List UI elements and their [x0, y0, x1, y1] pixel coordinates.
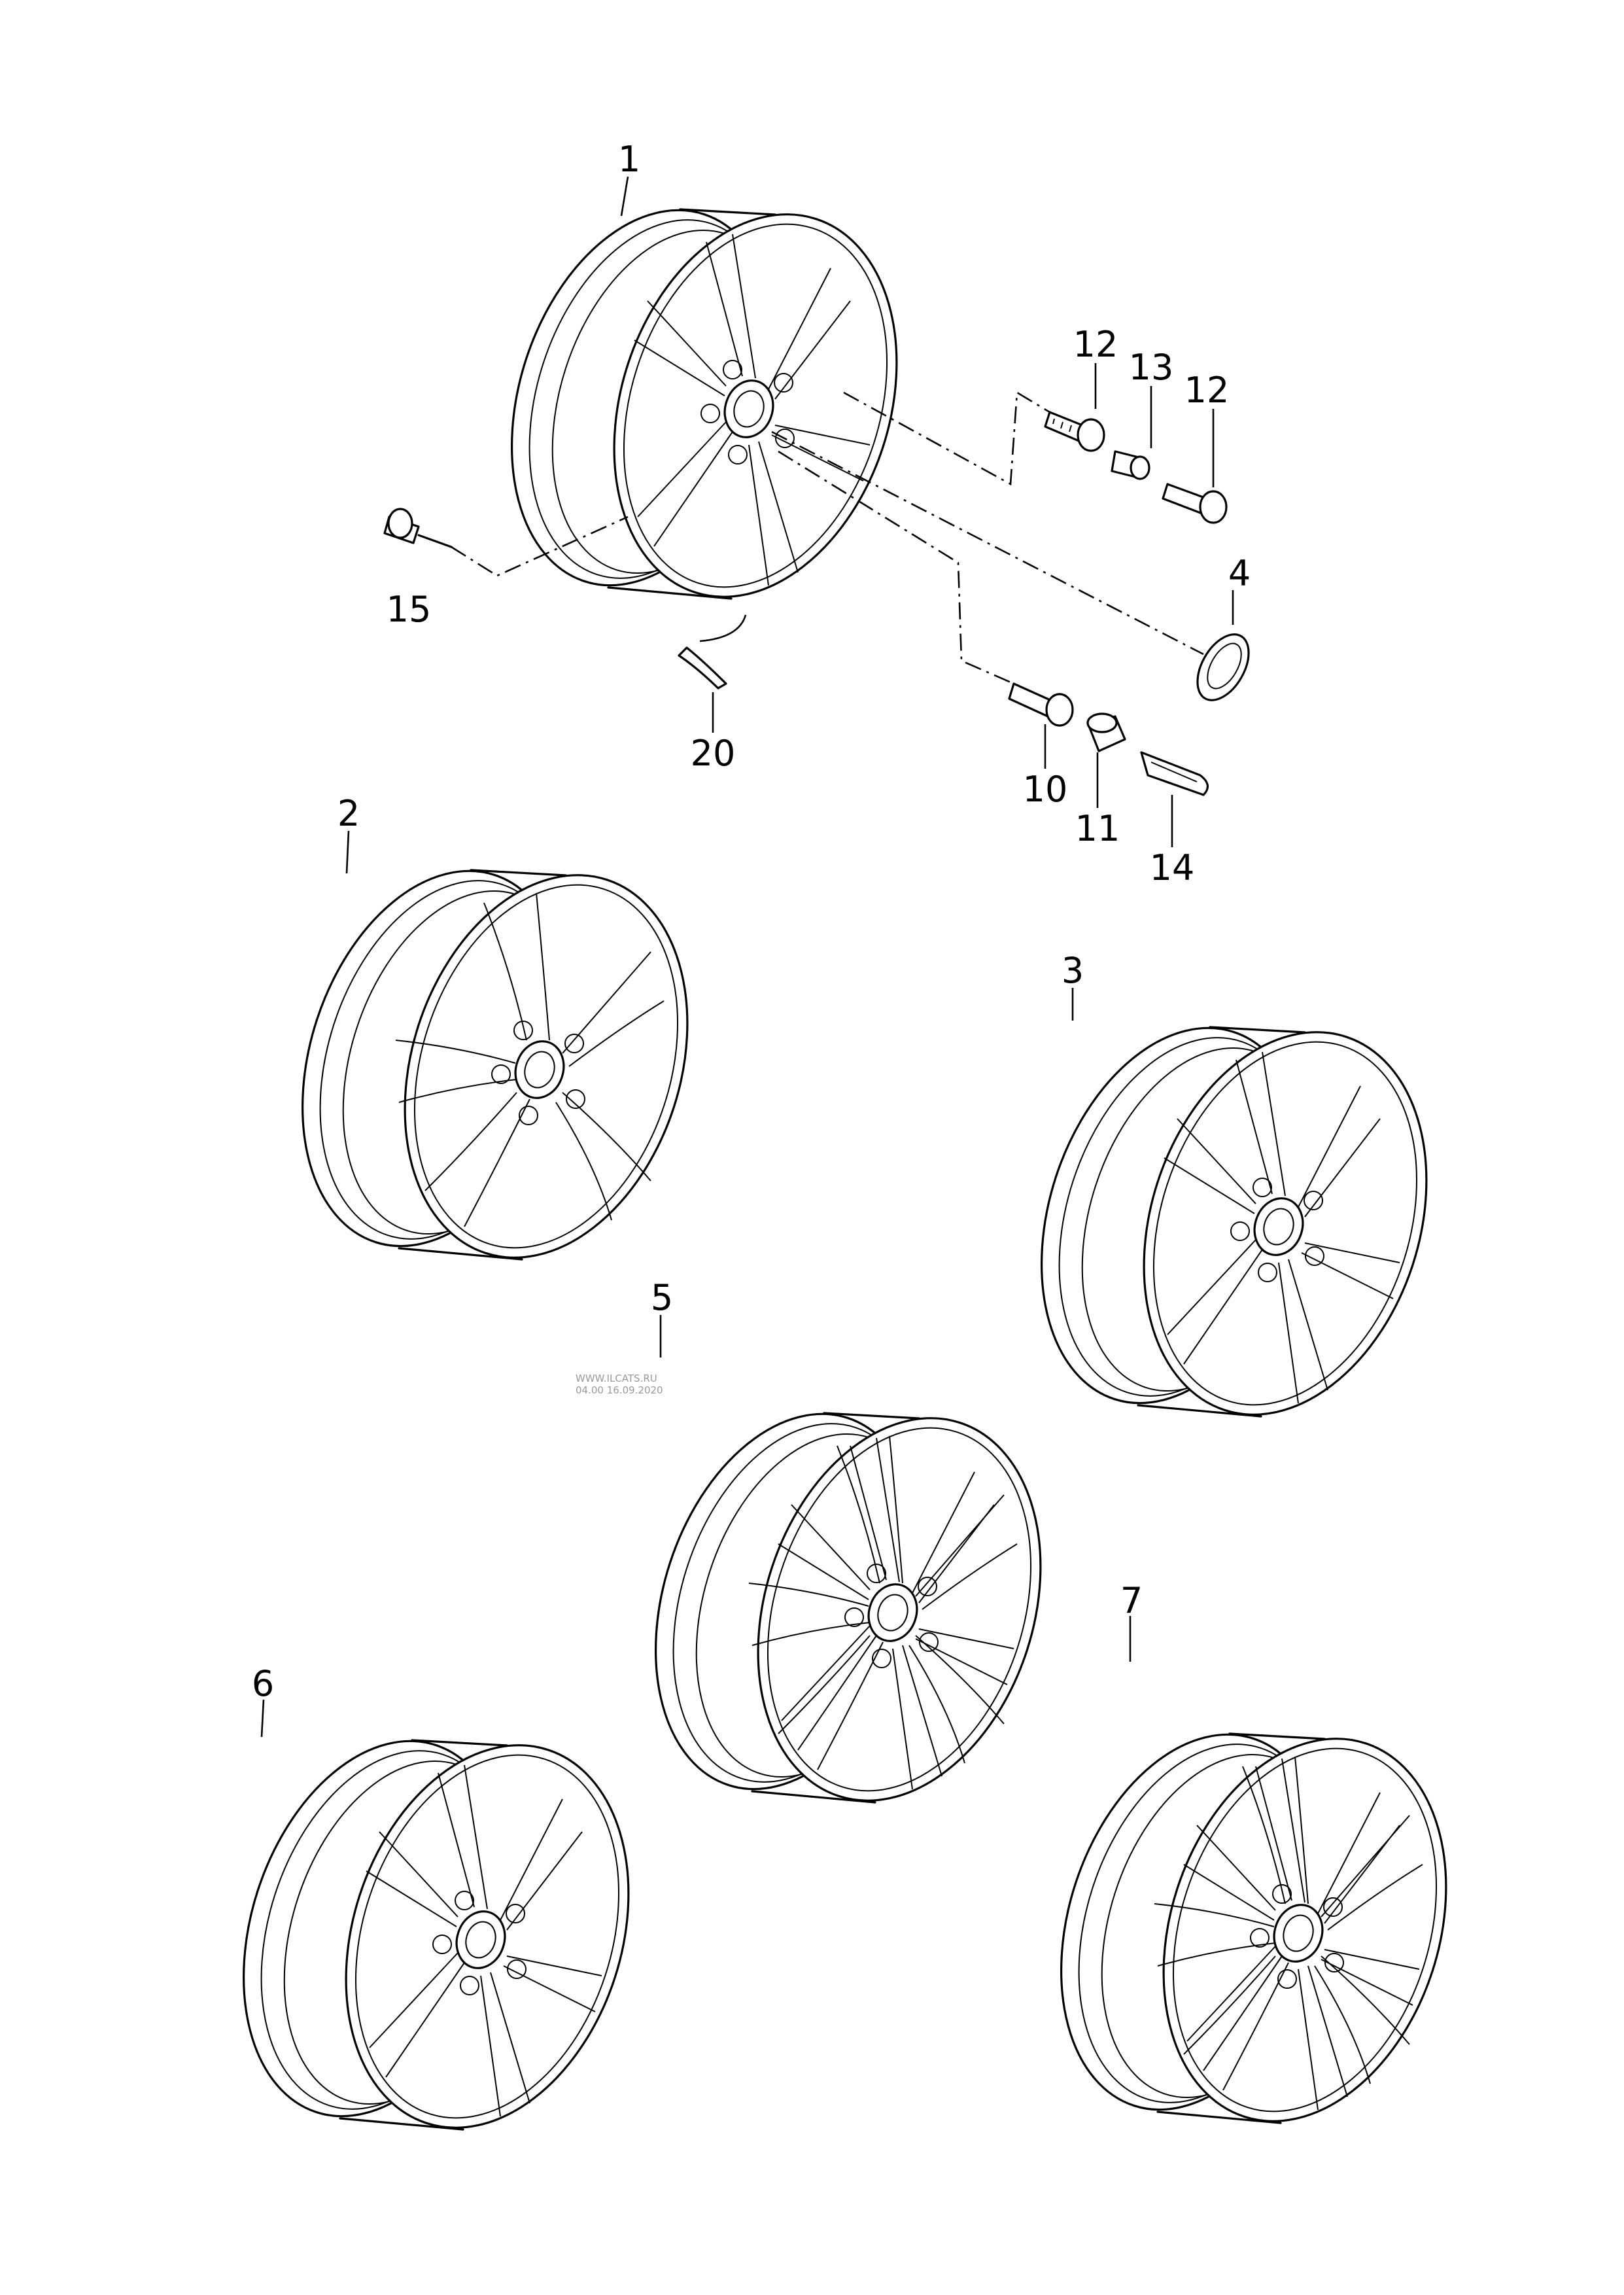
wheel-bolt-12b[interactable]: [1162, 483, 1228, 524]
callout-6: 6: [252, 1663, 274, 1704]
lock-adapter-13[interactable]: [1111, 450, 1150, 480]
callout-12a: 12: [1073, 324, 1118, 365]
wheel-5[interactable]: [609, 1378, 1089, 1839]
callout-15: 15: [387, 589, 432, 630]
callout-12b: 12: [1184, 370, 1230, 411]
wheel-3[interactable]: [995, 992, 1475, 1453]
balance-weight-20[interactable]: [678, 646, 727, 690]
wheel-bolt-10[interactable]: [1008, 682, 1074, 727]
watermark-line-2: 04.00 16.09.2020: [576, 1384, 663, 1396]
callout-13: 13: [1129, 347, 1174, 388]
wheel-6[interactable]: [197, 1706, 677, 2166]
hub-cap-4[interactable]: [1187, 625, 1259, 709]
wheel-bolt-12a[interactable]: [1044, 411, 1105, 452]
callout-5: 5: [651, 1277, 673, 1318]
wheel-7[interactable]: [1014, 1699, 1494, 2160]
leader-lines: [260, 176, 1234, 1738]
callout-20: 20: [691, 733, 736, 774]
callout-3: 3: [1062, 950, 1084, 991]
callout-7: 7: [1120, 1580, 1143, 1621]
assembly-line-bolt-12: [843, 391, 1050, 486]
callout-10: 10: [1023, 769, 1068, 810]
assembly-line-hub-cap: [771, 430, 1204, 656]
callout-1: 1: [618, 139, 640, 180]
callout-2: 2: [337, 793, 360, 834]
callout-14: 14: [1150, 847, 1195, 888]
assembly-line-weight: [699, 614, 747, 642]
watermark-line-1: WWW.ILCATS.RU: [576, 1373, 657, 1384]
valve-stem-15[interactable]: [383, 508, 453, 548]
bolt-cap-11[interactable]: [1086, 712, 1126, 752]
wheel-2[interactable]: [256, 835, 736, 1296]
assembly-line-bolt-10: [778, 450, 1014, 685]
puller-14[interactable]: [1140, 751, 1209, 796]
assembly-line-valve: [451, 516, 629, 577]
wheel-1[interactable]: [465, 175, 945, 635]
callout-11: 11: [1075, 808, 1120, 849]
callout-4: 4: [1228, 553, 1251, 594]
